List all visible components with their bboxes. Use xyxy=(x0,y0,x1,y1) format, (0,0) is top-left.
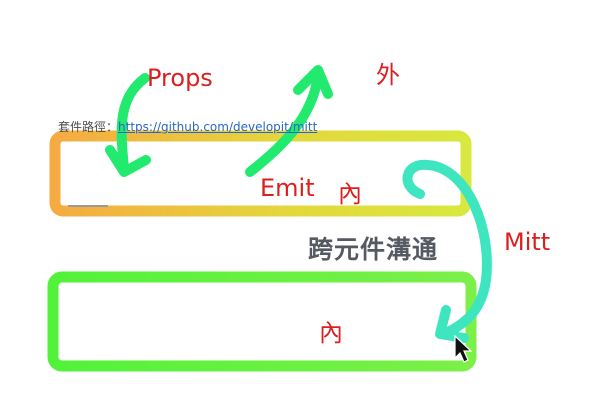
emit-arrow xyxy=(245,71,323,177)
inner-bottom-label: 內 xyxy=(319,319,343,347)
props-label: Props xyxy=(147,64,213,92)
mitt-arrow xyxy=(402,159,492,337)
mitt-label: Mitt xyxy=(504,228,551,256)
props-arrow-head xyxy=(105,145,151,177)
props-arrow xyxy=(116,73,150,173)
inner-top-label: 內 xyxy=(338,180,362,208)
outer-label: 外 xyxy=(376,61,400,89)
package-path-label: 套件路徑： xyxy=(58,120,119,134)
emit-label: Emit xyxy=(260,174,315,202)
url-occlusion xyxy=(180,114,218,132)
package-path-line: 套件路徑：https://github.com/developit/mitt xyxy=(58,118,317,135)
cursor-arrow-icon xyxy=(454,334,473,363)
bottom-component-box xyxy=(47,271,477,372)
package-url-link[interactable]: https://github.com/developit/mitt xyxy=(118,120,318,134)
top-component-box xyxy=(49,130,472,217)
center-title: 跨元件溝通 xyxy=(308,235,439,264)
emit-arrow-head xyxy=(293,65,333,99)
